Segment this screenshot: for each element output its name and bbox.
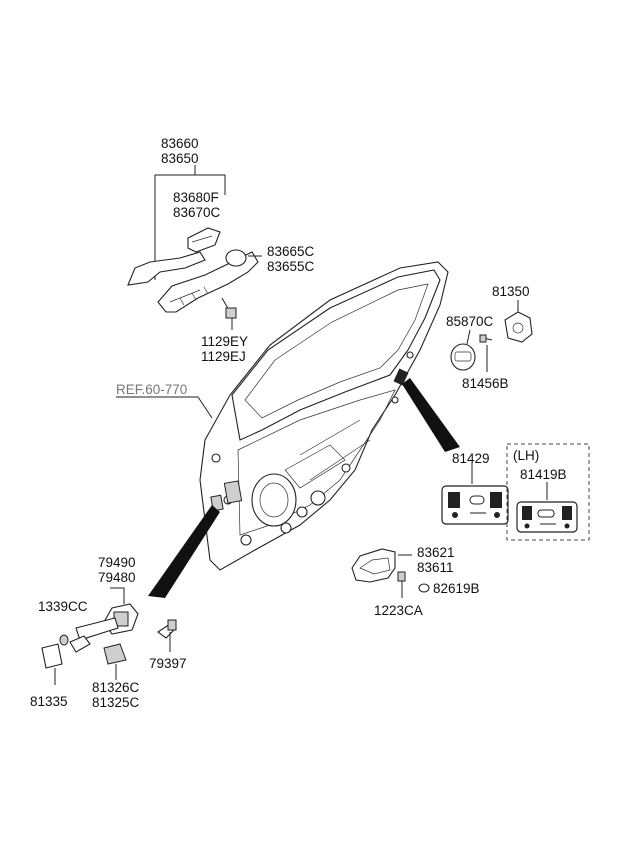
lock-cylinder-group xyxy=(450,300,533,372)
label-lh: (LH) xyxy=(513,448,539,463)
label-ref: REF.60-770 xyxy=(116,382,187,397)
label-81429: 81429 xyxy=(452,451,490,466)
label-81419B: 81419B xyxy=(520,467,567,482)
label-83665C: 83665C xyxy=(267,244,315,259)
outside-handle-group xyxy=(127,165,262,330)
label-79480: 79480 xyxy=(98,570,136,585)
label-82619B: 82619B xyxy=(433,581,480,596)
label-81335: 81335 xyxy=(30,694,68,709)
label-81456B: 81456B xyxy=(462,376,509,391)
inside-handle-group xyxy=(351,548,430,598)
label-83670C: 83670C xyxy=(173,205,221,220)
lock-label-81419B xyxy=(516,482,578,533)
label-83650: 83650 xyxy=(161,151,199,166)
label-79490: 79490 xyxy=(98,555,136,570)
label-1339CC: 1339CC xyxy=(38,599,88,614)
lock-label-81429 xyxy=(441,462,509,525)
pointer-wedge-lock xyxy=(402,378,460,452)
pointer-wedge-latch xyxy=(148,505,220,598)
label-1129EJ: 1129EJ xyxy=(201,349,246,364)
door-panel xyxy=(199,261,449,571)
label-1129EY: 1129EY xyxy=(201,334,248,349)
label-85870C: 85870C xyxy=(446,314,494,329)
label-83680F: 83680F xyxy=(173,190,219,205)
label-81326C: 81326C xyxy=(92,680,140,695)
label-81350: 81350 xyxy=(492,284,530,299)
lh-dashed-frame xyxy=(506,443,590,541)
label-1223CA: 1223CA xyxy=(374,603,423,618)
door-checker-group xyxy=(41,587,177,685)
label-81325C: 81325C xyxy=(92,695,140,710)
label-83621: 83621 xyxy=(417,545,455,560)
label-83660: 83660 xyxy=(161,136,199,151)
label-83611: 83611 xyxy=(417,560,454,575)
label-83655C: 83655C xyxy=(267,259,315,274)
label-79397: 79397 xyxy=(149,656,187,671)
